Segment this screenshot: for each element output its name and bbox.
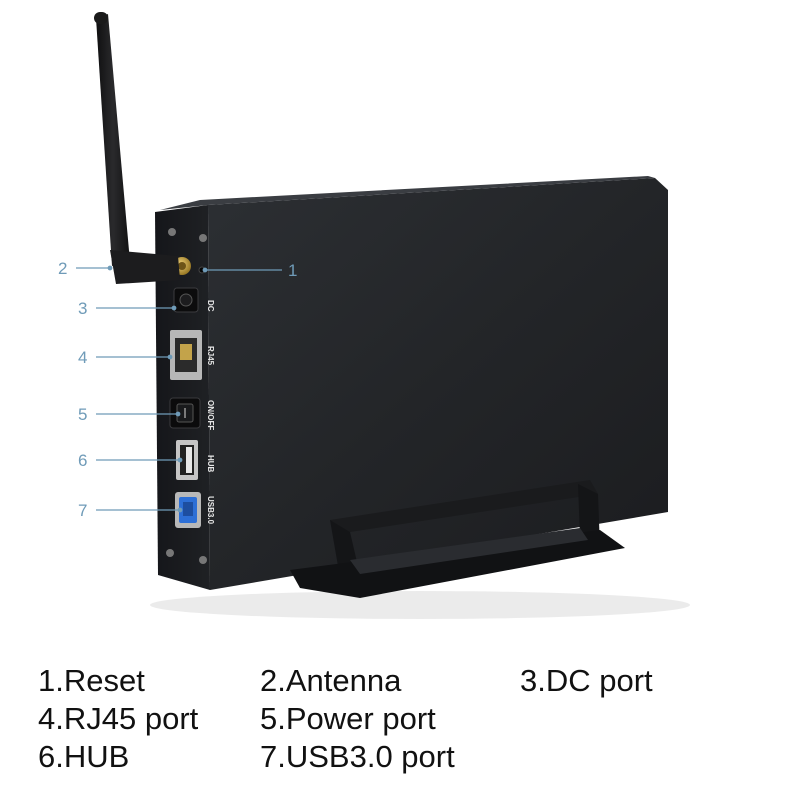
screw-icon [166,549,174,557]
legend-item-rj45-port: 4.RJ45 port [38,701,199,736]
callout-3: 3 [78,299,87,318]
product-photo: DC RJ45 ON/OFF HUB USB3.0 1 2 3 [58,12,690,619]
dc-label: DC [206,300,215,312]
legend-item-antenna: 2.Antenna [260,663,402,698]
callout-2: 2 [58,259,67,278]
screw-icon [199,234,207,242]
hub-label: HUB [206,455,215,473]
rj45-label: RJ45 [206,346,215,366]
antenna-hinge-icon [110,250,180,284]
callout-5: 5 [78,405,87,424]
screw-icon [168,228,176,236]
enclosure-top-edge [160,176,655,210]
callout-1: 1 [288,261,297,280]
legend-item-reset: 1.Reset [38,663,145,698]
stand-base [290,530,625,598]
callout-lines [76,265,282,513]
antenna-icon [96,14,130,266]
legend-item-dc-port: 3.DC port [520,663,653,698]
stand-top-bar [330,480,598,532]
usb-label: USB3.0 [206,496,215,525]
legend-item-power-port: 5.Power port [260,701,436,736]
callout-6: 6 [78,451,87,470]
callout-7: 7 [78,501,87,520]
port-legend: 1.Reset 2.Antenna 3.DC port 4.RJ45 port … [0,655,800,795]
screw-icon [199,556,207,564]
floor-shadow [150,591,690,619]
onoff-label: ON/OFF [206,400,215,430]
legend-item-usb3-port: 7.USB3.0 port [260,739,455,774]
legend-item-hub: 6.HUB [38,739,130,774]
callout-4: 4 [78,348,87,367]
